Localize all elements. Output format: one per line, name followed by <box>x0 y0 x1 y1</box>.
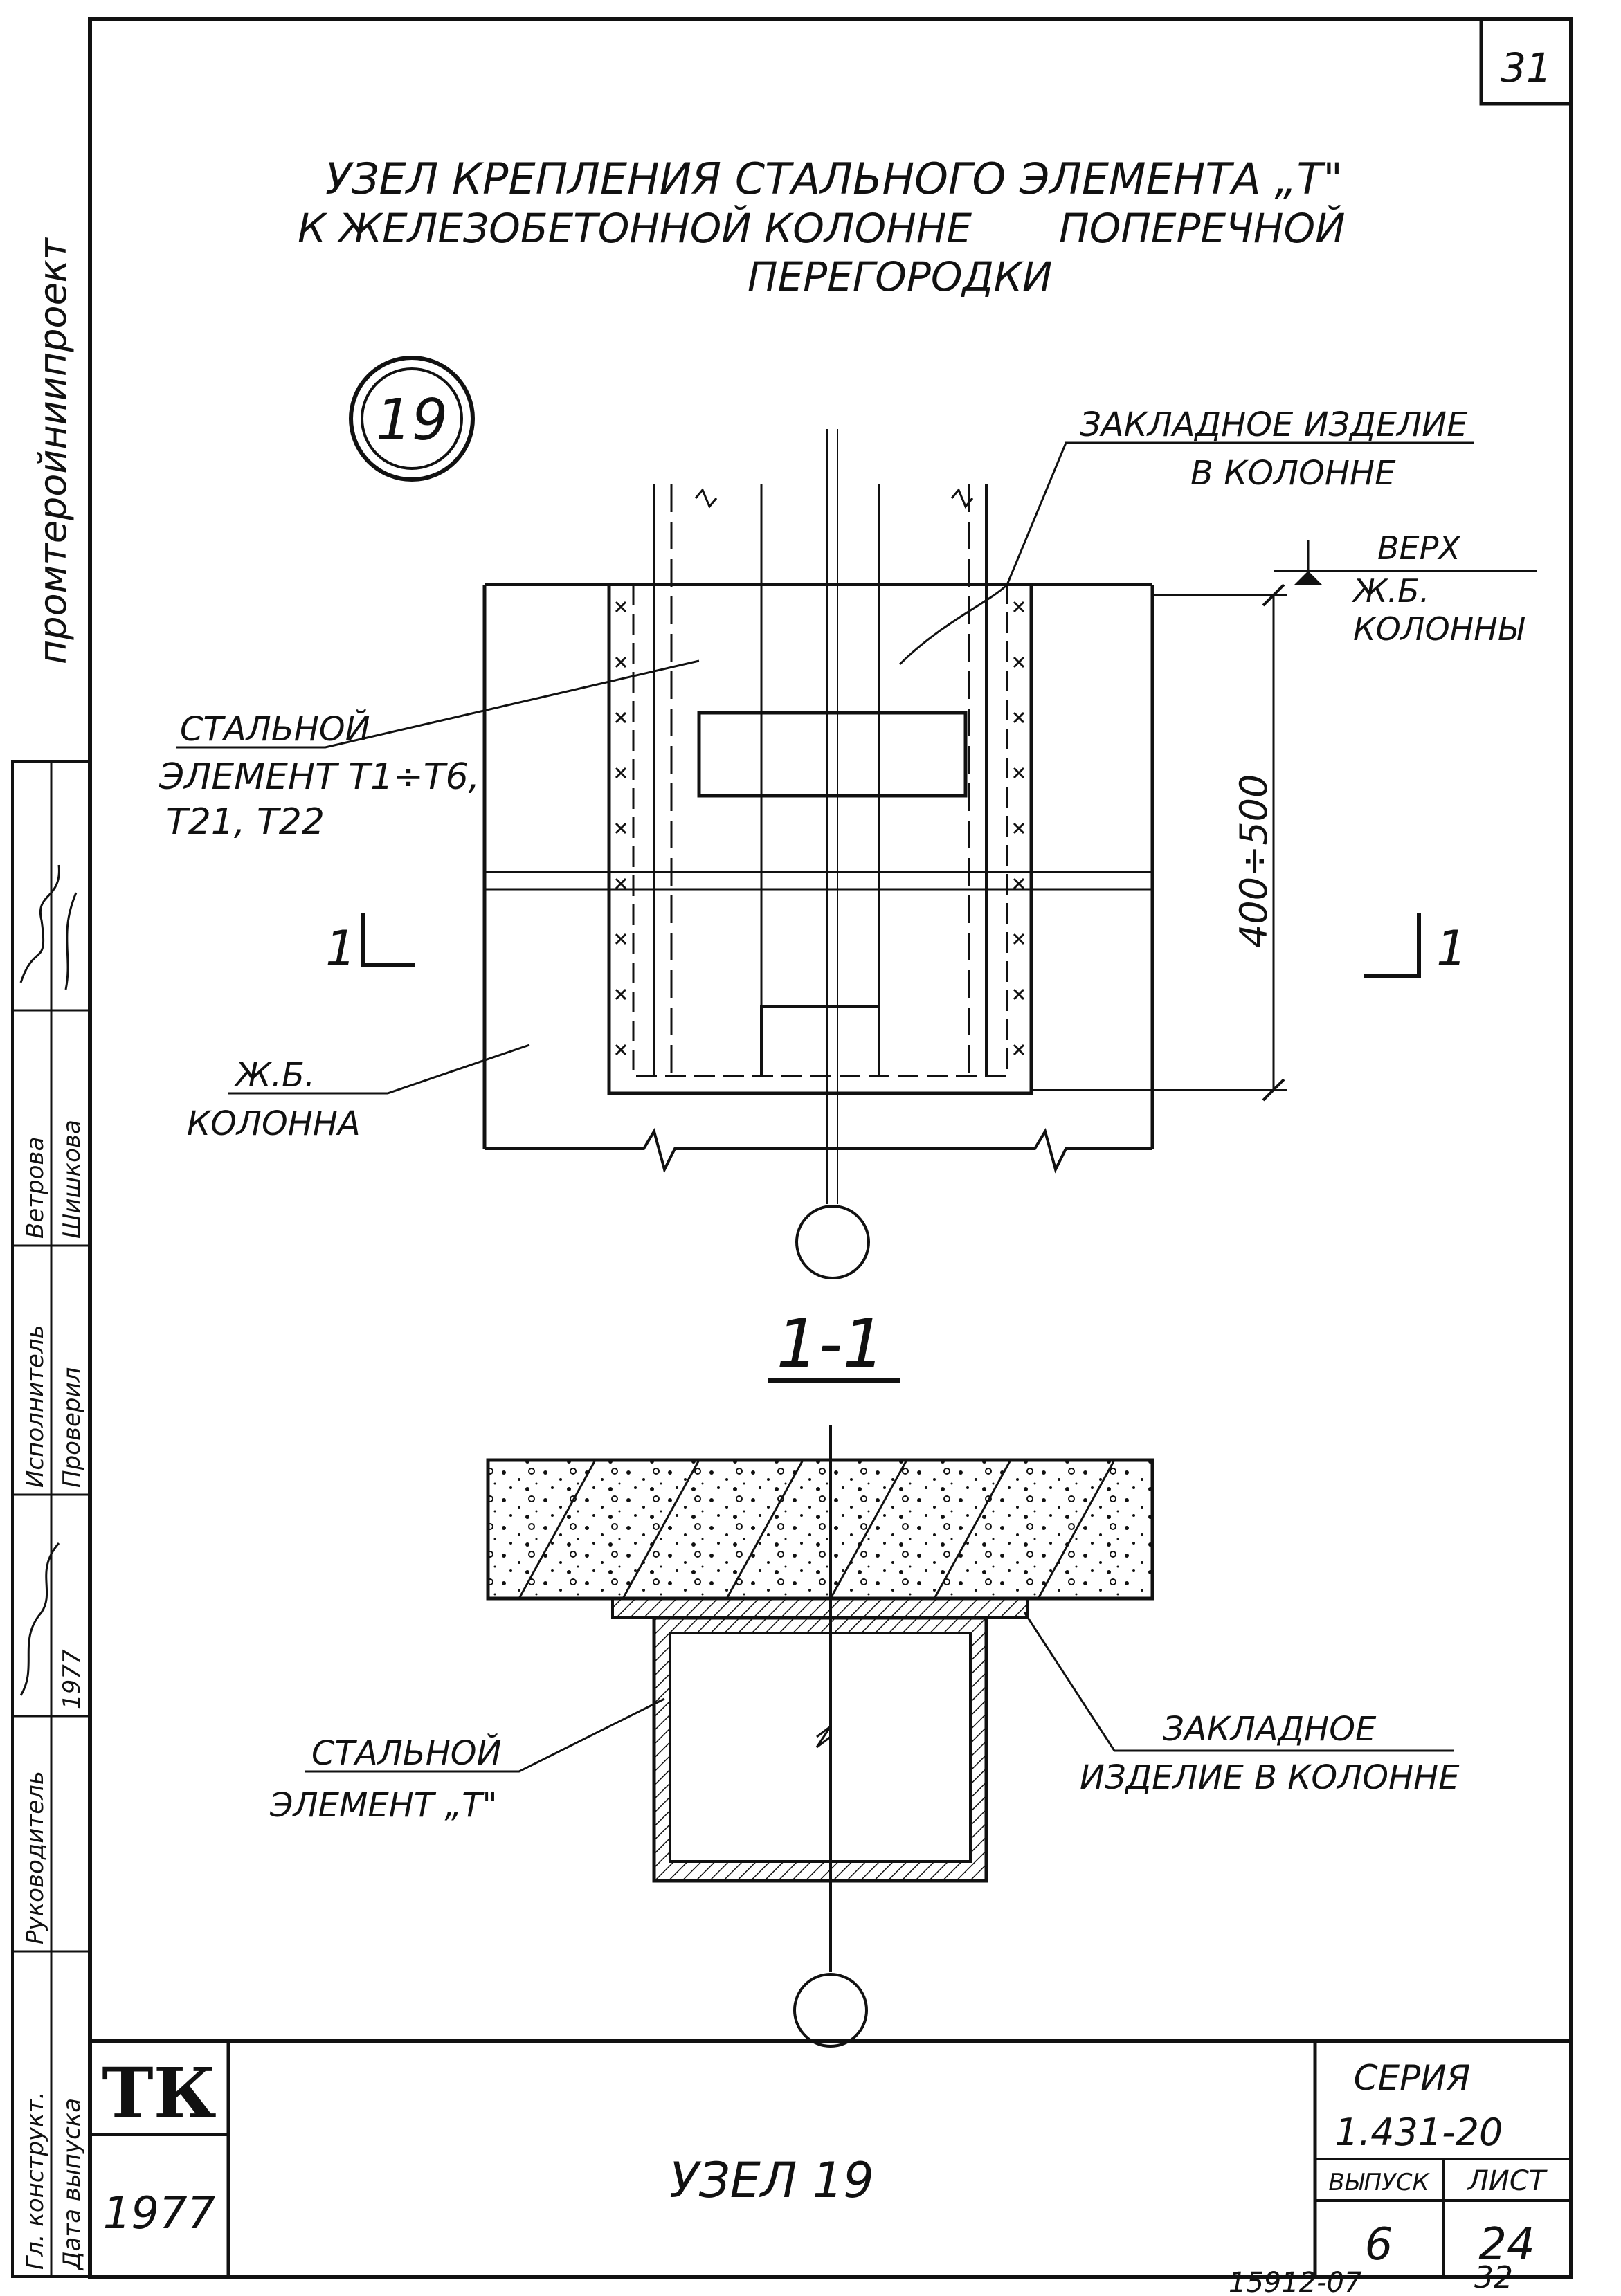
title-block-name: УЗЕЛ 19 <box>669 2152 874 2209</box>
label-top-2: Ж.Б. <box>1351 572 1429 610</box>
side-cell-6: Ветрова <box>21 1137 49 1239</box>
label-embedded-section-2: ИЗДЕЛИЕ В КОЛОННЕ <box>1080 1758 1460 1797</box>
side-cell-7: Шишкова <box>58 1120 86 1239</box>
node-number: 19 <box>376 388 448 453</box>
issue-value: 6 <box>1365 2219 1393 2270</box>
axis-break-top-right <box>950 488 974 509</box>
side-cell-1: Гл. конструкт. <box>21 2092 49 2270</box>
sheet-label: ЛИСТ <box>1467 2165 1548 2197</box>
label-steel-section-1: СТАЛЬНОЙ <box>311 1733 501 1773</box>
node-number-circle <box>349 356 475 482</box>
side-cell-4: Проверил <box>58 1367 86 1488</box>
title-line2-left: К ЖЕЛЕЗОБЕТОННОЙ КОЛОННЕ <box>298 204 972 252</box>
leader-embedded-plan <box>898 441 1474 666</box>
side-cell-5: Дата выпуска <box>58 2098 86 2271</box>
leader-steel-plan <box>176 659 700 749</box>
embedded-plate-outer <box>607 585 1033 1095</box>
section-title: 1-1 <box>777 1305 885 1383</box>
slab-hatch-lines <box>518 1459 1116 1599</box>
title-block-year: 1977 <box>103 2188 216 2239</box>
side-cell-2: Руководитель <box>21 1771 49 1944</box>
dimension-value: 400÷500 <box>1232 774 1276 948</box>
dimension-tick-top <box>1262 583 1285 607</box>
title-line3: ПЕРЕГОРОДКИ <box>748 253 1052 300</box>
series-value: 1.431-20 <box>1335 2111 1503 2154</box>
concrete-slab <box>486 1458 1154 1601</box>
label-steel-1: СТАЛЬНОЙ <box>180 709 370 749</box>
connection-plate <box>697 711 968 798</box>
label-top-3: КОЛОННЫ <box>1353 610 1525 648</box>
label-top-1: ВЕРХ <box>1377 529 1461 567</box>
page-number-box <box>1479 17 1573 106</box>
issue-label: ВЫПУСК <box>1328 2169 1430 2196</box>
series-label: СЕРИЯ <box>1354 2058 1471 2098</box>
label-column-2: КОЛОННА <box>187 1104 361 1143</box>
drawing-title: УЗЕЛ КРЕПЛЕНИЯ СТАЛЬНОГО ЭЛЕМЕНТА „Т" К … <box>298 154 1346 300</box>
section-view: ЗАКЛАДНОЕ ИЗДЕЛИЕ В КОЛОННЕ СТАЛЬНОЙ ЭЛЕ… <box>269 1425 1460 2048</box>
sheet-value: 24 <box>1478 2219 1534 2270</box>
order-number: 15912-07 <box>1229 2267 1362 2296</box>
leader-column <box>228 1044 530 1095</box>
node-number-circle-inner <box>361 367 463 470</box>
section-mark-left <box>361 913 415 967</box>
plan-view: 400÷500 ВЕРХ Ж.Б. КОЛОННЫ ЗАКЛАДНОЕ ИЗДЕ… <box>159 406 1537 1279</box>
page-total: 32 <box>1474 2260 1513 2295</box>
label-column-1: Ж.Б. <box>233 1056 315 1095</box>
side-stamp-org: промтеройниипроект <box>31 237 75 664</box>
leader-steel-section <box>305 1697 665 1773</box>
side-stamp: промтеройниипроект Гл. конструкт. Руково… <box>11 237 91 2278</box>
weld-marks-right <box>1013 601 1025 1056</box>
side-cell-8: 1977 <box>58 1649 86 1709</box>
label-embedded-1: ЗАКЛАДНОЕ ИЗДЕЛИЕ <box>1080 406 1468 444</box>
section-mark-left-label: 1 <box>325 920 356 977</box>
signature-1 <box>19 864 78 990</box>
section-mark-right-label: 1 <box>1436 920 1467 977</box>
section-mark-right <box>1364 913 1421 978</box>
dimension-tick-bottom <box>1262 1078 1285 1102</box>
title-line2-right: ПОПЕРЕЧНОЙ <box>1059 204 1346 252</box>
steel-box-inner <box>669 1632 972 1863</box>
column-break-line <box>485 1127 1152 1174</box>
label-embedded-2: В КОЛОННЕ <box>1190 454 1396 493</box>
signature-2 <box>19 1542 60 1696</box>
label-steel-3: Т21, Т22 <box>166 801 325 843</box>
label-steel-section-2: ЭЛЕМЕНТ „Т" <box>269 1786 498 1825</box>
embedded-plate-inner <box>632 585 1008 1077</box>
logo: ТК <box>102 2052 216 2134</box>
embedded-plate-section <box>611 1597 1029 1619</box>
page-number: 31 <box>1501 44 1552 91</box>
title-block: ТК 1977 УЗЕЛ 19 СЕРИЯ 1.431-20 ВЫПУСК ЛИ… <box>90 2039 1571 2277</box>
leader-embedded-section <box>1023 1612 1454 1752</box>
axis-break-section <box>815 1725 832 1749</box>
lower-bracket <box>760 1005 880 1076</box>
side-cell-3: Исполнитель <box>21 1324 49 1488</box>
axis-break-top-left <box>694 488 718 509</box>
label-steel-2: ЭЛЕМЕНТ Т1÷Т6, <box>159 756 480 798</box>
label-embedded-section-1: ЗАКЛАДНОЕ <box>1163 1710 1377 1749</box>
title-line1: УЗЕЛ КРЕПЛЕНИЯ СТАЛЬНОГО ЭЛЕМЕНТА „Т" <box>325 154 1343 204</box>
axis-bubble-section <box>793 1973 868 2048</box>
weld-marks-left <box>615 601 627 1056</box>
axis-bubble-plan <box>795 1205 870 1279</box>
